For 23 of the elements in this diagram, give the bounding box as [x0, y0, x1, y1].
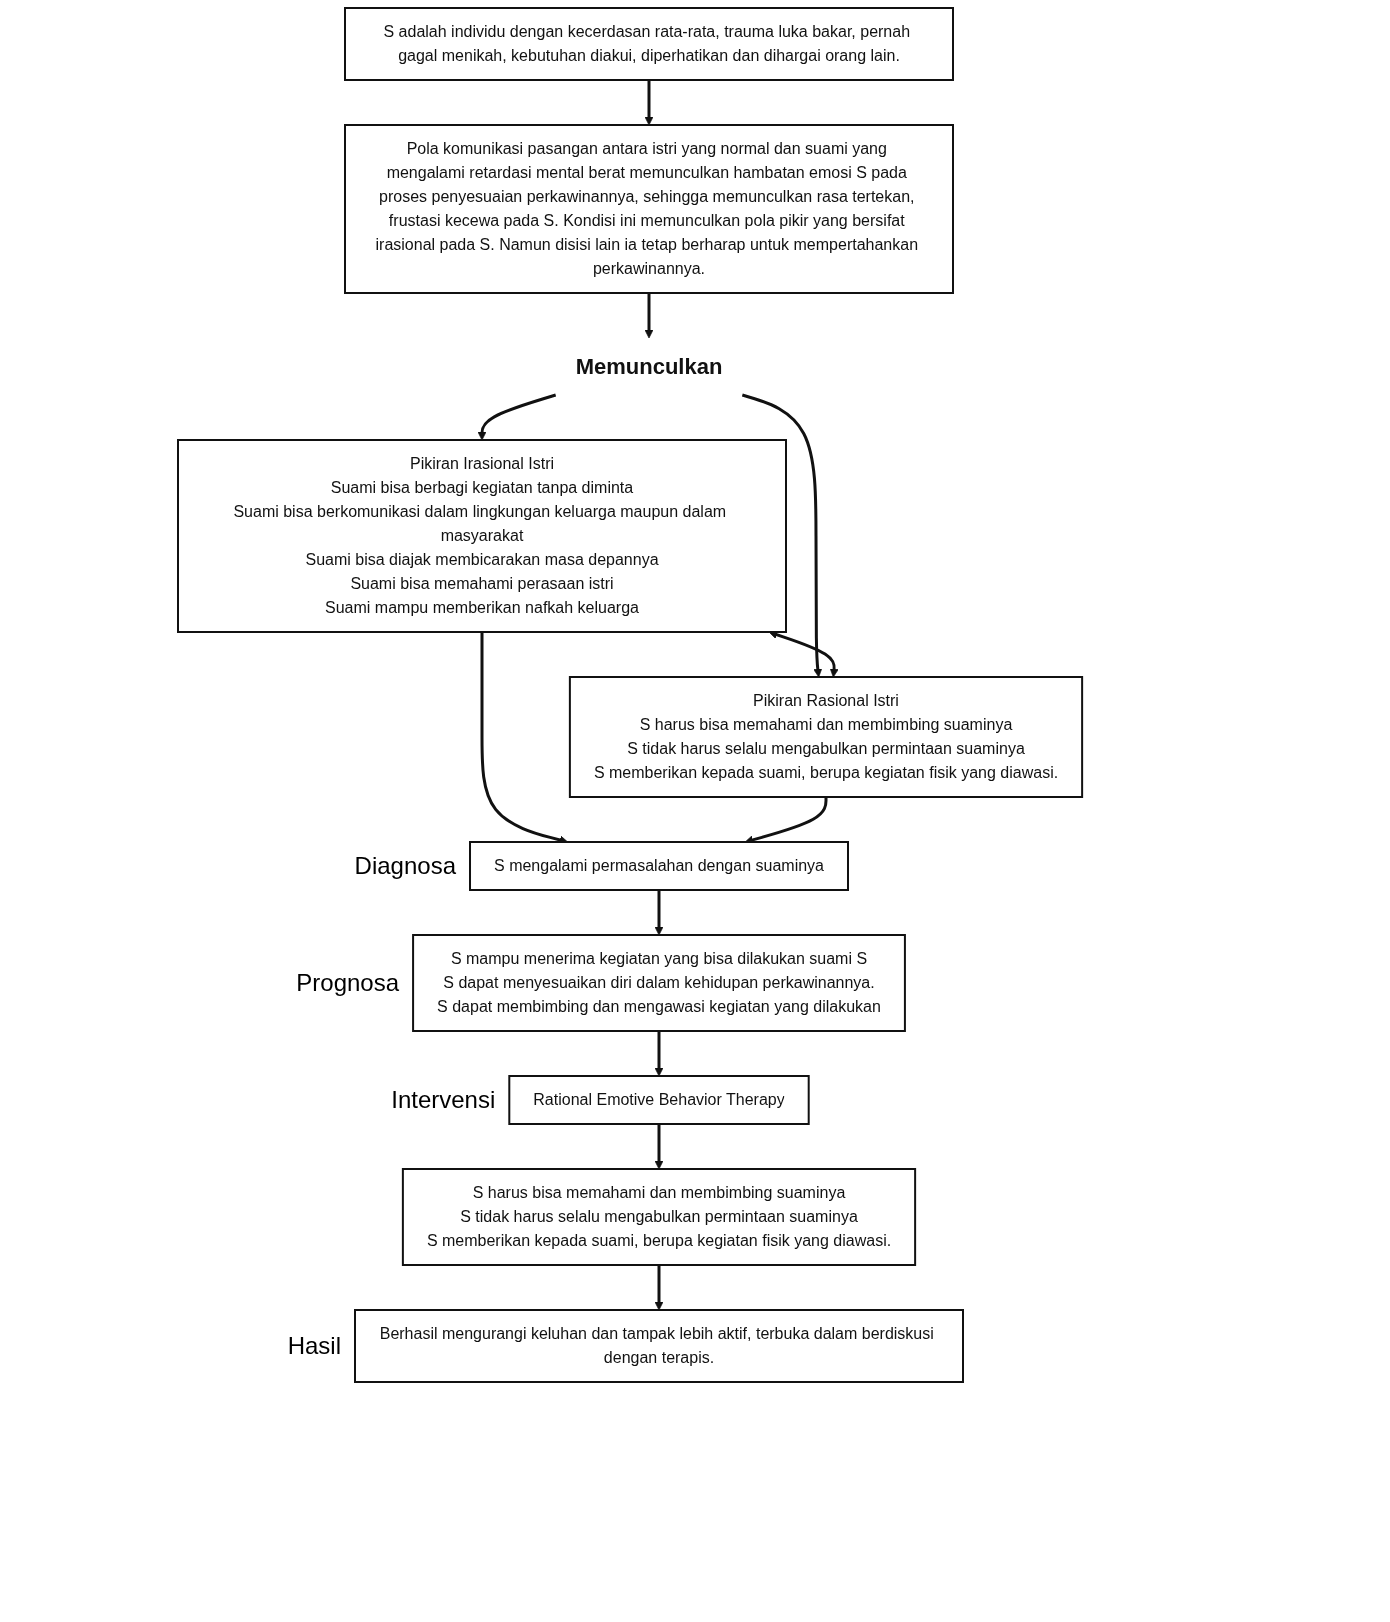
stage-label: Diagnosa — [353, 852, 456, 880]
arrow — [644, 293, 654, 339]
node-box: Pola komunikasi pasangan antara istri yang normal dan suami yang mengalami retardasi mental berat memunculkan hambatan emosi S pada proses penyesuaian perkawinannya, sehingga memunculkan rasa tertekan, frustasi kecewa pada S. Kondisi ini memunculkan pola pikir yang bersifat irasional pada S. Namun disisi lain ia tetap berharap untuk mempertahankan perkawinannya. — [344, 124, 954, 294]
node-box: Berhasil mengurangi keluhan dan tampak lebih aktif, terbuka dalam berdiskusi dengan terapis. — [354, 1309, 964, 1383]
arrow — [654, 1265, 664, 1311]
stage-label: Intervensi — [390, 1086, 496, 1114]
arrow — [654, 890, 664, 936]
arrow — [644, 80, 654, 126]
node-box: S mampu menerima kegiatan yang bisa dilakukan suami S S dapat menyesuaikan diri dalam kehidupan perkawinannya. S dapat membimbing dan mengawasi kegiatan yang dilakukan — [412, 934, 906, 1032]
arrow — [768, 630, 839, 678]
node-box: Pikiran Rasional Istri S harus bisa memahami dan membimbing suaminya S tidak harus selalu mengabulkan permintaan suaminya S memberikan kepada suami, berupa kegiatan fisik yang diawasi. — [568, 676, 1084, 798]
node-box: S harus bisa memahami dan membimbing suaminya S tidak harus selalu mengabulkan permintaan suaminya S memberikan kepada suami, berupa kegiatan fisik yang diawasi. — [401, 1168, 917, 1266]
node-box: Pikiran Irasional Istri Suami bisa berbagi kegiatan tanpa diminta Suami bisa berkomunikasi dalam lingkungan keluarga maupun dalam masyarakat Suami bisa diajak membicarakan masa depannya Suami bisa memahami perasaan istri Suami mampu memberikan nafkah keluarga — [177, 439, 787, 633]
node-box: S adalah individu dengan kecerdasan rata-rata, trauma luka bakar, pernah gagal menikah, kebutuhan diakui, diperhatikan dan dihargai orang lain. — [344, 7, 954, 81]
stage-label: Prognosa — [295, 969, 400, 997]
arrow — [741, 393, 823, 678]
arrow — [477, 393, 557, 441]
node-text: Memunculkan — [575, 354, 723, 379]
stage-label: Hasil — [286, 1332, 341, 1360]
arrow — [654, 1124, 664, 1170]
node-box: S mengalami permasalahan dengan suaminya — [469, 841, 849, 891]
node-box: Rational Emotive Behavior Therapy — [508, 1075, 810, 1125]
arrow — [654, 1031, 664, 1077]
